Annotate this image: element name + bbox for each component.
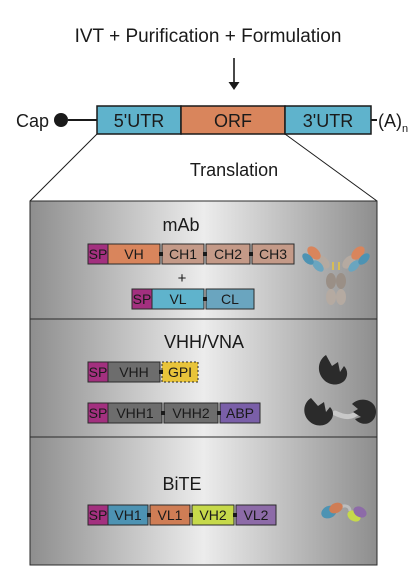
plus-sign: + — [178, 270, 187, 287]
sp-label: SP — [89, 364, 108, 380]
polya-label: (A) — [378, 111, 402, 131]
ch3-label: CH3 — [259, 246, 287, 262]
mrna-construct: Cap 5'UTR ORF 3'UTR (A) n — [16, 105, 408, 135]
mab-light-chain: SP VL CL — [131, 288, 255, 310]
vl-label: VL — [169, 291, 186, 307]
orf-label: ORF — [214, 111, 252, 131]
vhh-label: VHH — [119, 364, 149, 380]
cap-label: Cap — [16, 111, 49, 131]
vhh-construct-1: SP VHH GPI — [87, 361, 199, 383]
utr3-label: 3'UTR — [303, 111, 353, 131]
mab-section: mAb SP VH CH1 CH2 CH3 + SP VL CL — [87, 215, 370, 310]
bite-title: BiTE — [162, 474, 201, 494]
sp-label: SP — [89, 507, 108, 523]
vhh-section: VHH/VNA SP VHH GPI SP VHH1 VHH2 ABP — [87, 332, 377, 426]
bite-construct: SP VH1 VL1 VH2 VL2 — [87, 504, 277, 526]
process-arrow — [228, 58, 240, 90]
vl2-label: VL2 — [244, 507, 269, 523]
mab-heavy-chain: SP VH CH1 CH2 CH3 — [87, 243, 295, 265]
bivalent-nanobody-icon — [304, 398, 377, 426]
cap-icon — [54, 113, 68, 127]
cl-label: CL — [221, 291, 239, 307]
vh-label: VH — [124, 246, 143, 262]
vhh-title: VHH/VNA — [164, 332, 244, 352]
antibody-icon — [302, 246, 370, 305]
bite-section: BiTE SP VH1 VL1 VH2 VL2 — [87, 474, 367, 526]
zoom-lines — [29, 133, 378, 202]
single-domain-antibody-icon — [318, 355, 348, 385]
gpi-label: GPI — [168, 364, 192, 380]
vh2-label: VH2 — [199, 507, 226, 523]
sp-label: SP — [133, 291, 152, 307]
vh1-label: VH1 — [114, 507, 141, 523]
vhh-construct-2: SP VHH1 VHH2 ABP — [87, 402, 261, 424]
translation-label: Translation — [190, 160, 278, 180]
sp-label: SP — [89, 246, 108, 262]
vl1-label: VL1 — [158, 507, 183, 523]
bispecific-tcell-engager-icon — [321, 502, 367, 522]
panel-bite — [29, 436, 378, 566]
ch2-label: CH2 — [214, 246, 242, 262]
sp-label: SP — [89, 405, 108, 421]
utr5-label: 5'UTR — [114, 111, 164, 131]
process-label: IVT + Purification + Formulation — [75, 26, 342, 47]
polya-subscript: n — [402, 123, 408, 135]
vhh2-label: VHH2 — [172, 405, 210, 421]
utr3-box — [284, 105, 372, 135]
ch1-label: CH1 — [169, 246, 197, 262]
abp-label: ABP — [226, 405, 254, 421]
mab-title: mAb — [162, 215, 199, 235]
vhh1-label: VHH1 — [116, 405, 154, 421]
